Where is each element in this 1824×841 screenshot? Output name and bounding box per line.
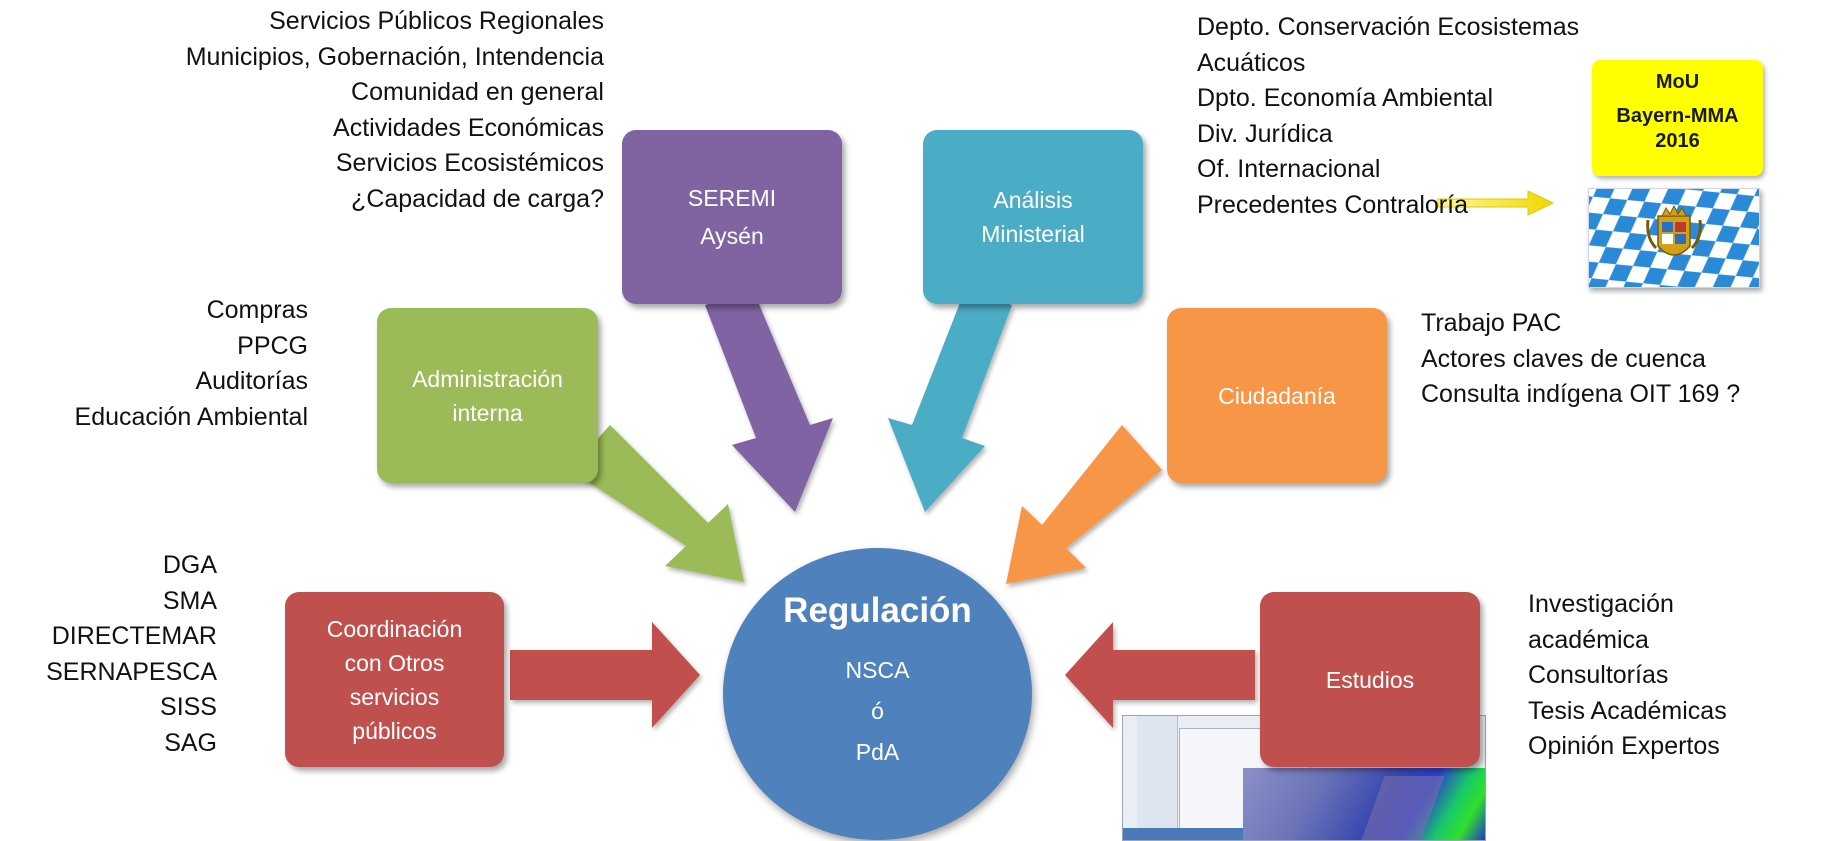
regulacion-o: ó <box>871 698 884 724</box>
coordinacion-line3: servicios <box>349 683 440 710</box>
analisis-line2: Ministerial <box>981 221 1085 247</box>
coordinacion-arrow <box>510 622 700 728</box>
seremi-line2: Aysén <box>700 223 764 249</box>
seremi-box: SEREMI Aysén <box>622 130 842 304</box>
ministerial-items-list: Depto. Conservación Ecosistemas Acuático… <box>1197 10 1579 223</box>
list-item: Compras <box>206 296 308 324</box>
ciudadania-line1: Ciudadanía <box>1218 382 1336 409</box>
list-item: Auditorías <box>195 367 308 395</box>
list-item: académica <box>1528 625 1649 654</box>
list-item: Of. Internacional <box>1197 155 1381 183</box>
regulacion-circle: Regulación NSCA ó PdA <box>723 548 1032 840</box>
coordinacion-line2: con Otros <box>344 649 445 676</box>
list-item: Actores claves de cuenca <box>1421 344 1706 373</box>
estudios-items-list: Investigación académica Consultorías Tes… <box>1528 587 1727 765</box>
list-item: Educación Ambiental <box>74 402 308 431</box>
analisis-line1: Análisis <box>993 187 1073 213</box>
ciudadania-box: Ciudadanía <box>1167 308 1387 483</box>
list-item: Consulta indígena OIT 169 ? <box>1421 380 1741 408</box>
list-item: DGA <box>162 551 217 579</box>
mou-line2: Bayern-MMA <box>1616 105 1739 127</box>
estudios-line1: Estudios <box>1325 666 1415 693</box>
coordinacion-box: Coordinación con Otros servicios público… <box>285 592 504 767</box>
list-item: Actividades Económicas <box>333 113 604 142</box>
estudios-arrow <box>1065 622 1255 728</box>
ciudadania-arrow <box>1006 425 1162 584</box>
list-item: PPCG <box>237 331 308 360</box>
list-item: Consultorías <box>1528 661 1669 689</box>
regulacion-pda: PdA <box>855 739 900 765</box>
list-item: Dpto. Economía Ambiental <box>1197 84 1493 112</box>
list-item: SISS <box>160 693 217 721</box>
list-item: SAG <box>164 728 217 757</box>
list-item: Precedentes Contraloría <box>1197 190 1468 219</box>
administracion-arrow <box>570 425 744 582</box>
list-item: Opinión Expertos <box>1528 732 1720 760</box>
admin-items-list: Compras PPCG Auditorías Educación Ambien… <box>75 293 308 435</box>
estudios-box: Estudios <box>1260 592 1480 767</box>
regulacion-title: Regulación <box>783 591 972 630</box>
coordinacion-line4: públicos <box>352 717 437 744</box>
ciudadania-items-list: Trabajo PAC Actores claves de cuenca Con… <box>1421 306 1740 413</box>
list-item: Trabajo PAC <box>1421 309 1562 337</box>
administracion-box: Administración interna <box>377 308 598 483</box>
list-item: SMA <box>162 586 217 615</box>
analisis-box: Análisis Ministerial <box>923 130 1143 304</box>
list-item: ¿Capacidad de carga? <box>351 184 604 213</box>
seremi-arrow <box>705 290 833 512</box>
list-item: Servicios Ecosistémicos <box>335 149 604 177</box>
bavaria-flag-image <box>1588 188 1760 288</box>
coordinacion-line1: Coordinación <box>326 615 463 642</box>
coordinacion-items-list: DGA SMA DIRECTEMAR SERNAPESCA SISS SAG <box>46 548 217 761</box>
list-item: SERNAPESCA <box>46 657 217 686</box>
mou-line1: MoU <box>1655 71 1700 93</box>
regulacion-nsca: NSCA <box>845 657 910 683</box>
list-item: Servicios Públicos Regionales <box>269 7 604 35</box>
list-item: Tesis Académicas <box>1528 696 1727 725</box>
administracion-line2: interna <box>452 399 523 426</box>
seremi-line1: SEREMI <box>687 185 777 211</box>
analisis-arrow <box>888 290 1012 512</box>
seremi-items-list: Servicios Públicos Regionales Municipios… <box>186 4 604 217</box>
list-item: Municipios, Gobernación, Intendencia <box>185 42 604 71</box>
mou-box: MoU Bayern-MMA 2016 <box>1592 60 1763 176</box>
list-item: Comunidad en general <box>351 78 604 106</box>
administracion-line1: Administración <box>412 365 563 392</box>
list-item: Depto. Conservación Ecosistemas <box>1197 13 1580 41</box>
list-item: Div. Jurídica <box>1197 119 1333 148</box>
list-item: Acuáticos <box>1197 48 1306 77</box>
mou-pointer-arrow <box>1437 190 1555 216</box>
mou-line3: 2016 <box>1655 130 1700 152</box>
list-item: Investigación <box>1528 590 1674 618</box>
coat-of-arms-icon <box>1646 204 1702 256</box>
list-item: DIRECTEMAR <box>51 622 217 650</box>
